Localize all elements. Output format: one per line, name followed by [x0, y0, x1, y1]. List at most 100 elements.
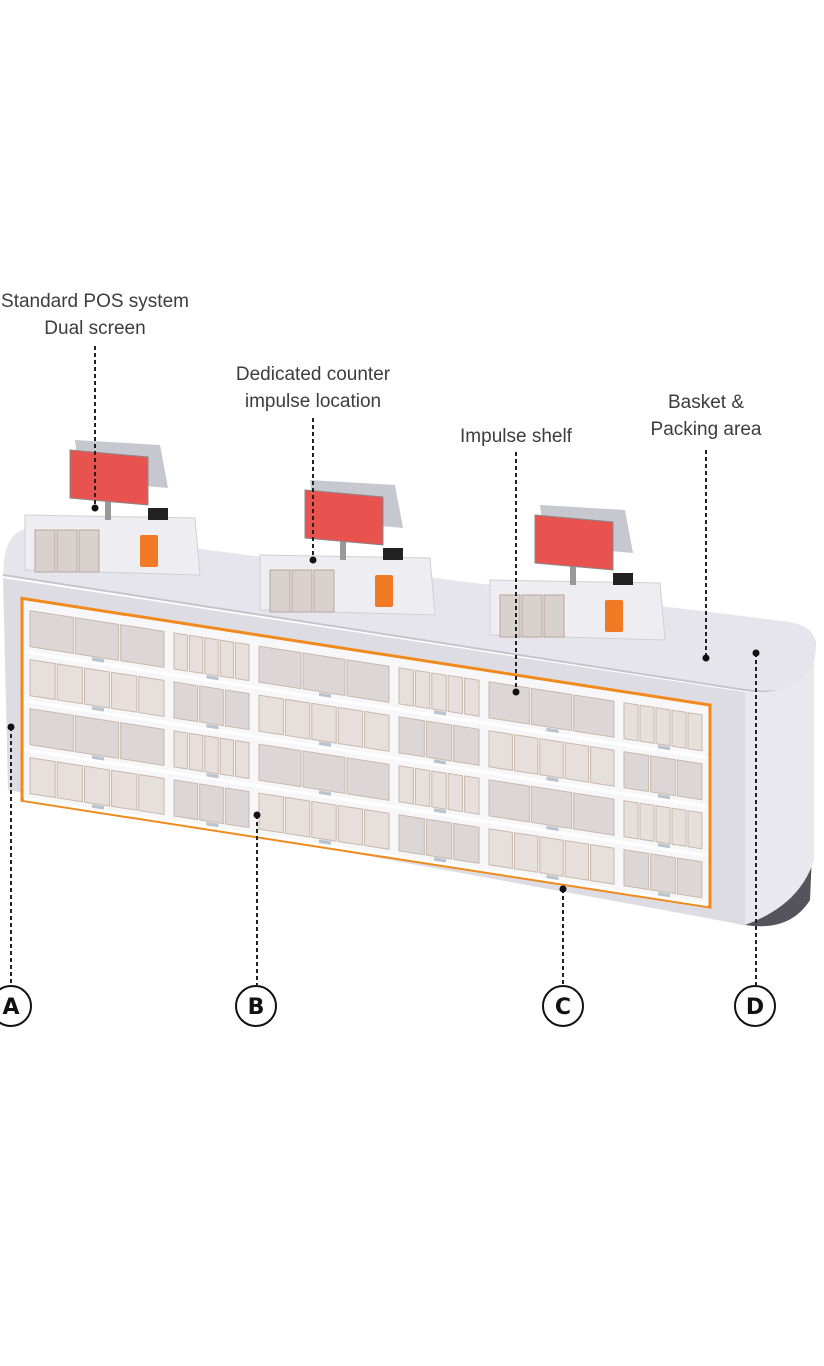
product-box	[488, 779, 530, 823]
product-box	[425, 818, 453, 860]
shelf-edge	[24, 797, 708, 907]
product-box	[337, 706, 364, 748]
pos-unit	[259, 480, 436, 616]
product-box	[313, 569, 335, 613]
card-reader	[613, 573, 633, 585]
product-box	[488, 730, 513, 771]
pos-unit	[489, 505, 666, 641]
leader-lines	[7, 346, 760, 985]
product-box	[346, 757, 390, 801]
card-sign	[140, 535, 158, 567]
product-box	[453, 822, 480, 864]
product-box	[650, 853, 676, 895]
impulse-shelf-unit	[20, 596, 712, 909]
product-box	[56, 529, 78, 573]
product-box	[258, 694, 284, 736]
product-box	[539, 836, 564, 877]
product-box	[29, 708, 74, 752]
product-box	[431, 770, 447, 810]
product-box	[398, 716, 425, 758]
card-reader	[383, 548, 403, 560]
label-basket-line1: Basket &	[668, 392, 744, 413]
label-basket-line2: Packing area	[651, 419, 762, 440]
svg-text:B: B	[248, 995, 265, 1020]
product-box	[488, 828, 513, 869]
product-box	[173, 779, 199, 821]
marker-c: C	[542, 985, 584, 1027]
product-box	[447, 772, 464, 813]
product-box	[337, 804, 364, 846]
product-box	[398, 814, 425, 856]
product-box	[447, 674, 464, 715]
product-box	[671, 807, 687, 847]
product-box	[414, 669, 431, 710]
label-impulse-location-line1: Dedicated counter	[236, 364, 391, 385]
product-box	[364, 808, 390, 850]
card-sign	[375, 575, 393, 607]
counter-side	[745, 660, 814, 925]
product-box	[258, 792, 284, 834]
product-box	[521, 594, 543, 638]
product-box	[431, 672, 447, 712]
product-box	[204, 637, 219, 677]
product-box	[623, 702, 639, 742]
product-box	[74, 617, 120, 661]
product-box	[464, 677, 480, 717]
marker-b: B	[235, 985, 277, 1027]
label-pos-line1: Standard POS system	[1, 291, 189, 312]
product-box	[302, 652, 346, 697]
product-box	[235, 739, 250, 780]
product-box	[539, 738, 564, 779]
product-box	[74, 715, 120, 759]
pos-stand	[105, 500, 111, 520]
pos-stand	[570, 565, 576, 585]
product-box	[623, 800, 639, 840]
product-box	[687, 810, 703, 850]
product-box	[29, 659, 56, 701]
product-box	[56, 663, 83, 705]
product-box	[284, 698, 311, 740]
product-box	[590, 843, 615, 885]
pos-unit	[24, 440, 201, 576]
product-box	[83, 765, 111, 807]
product-box	[364, 710, 390, 752]
svg-text:A: A	[2, 995, 19, 1020]
product-box	[138, 675, 165, 717]
product-box	[543, 594, 565, 638]
product-box	[311, 702, 337, 744]
product-box	[224, 787, 250, 829]
product-box	[499, 594, 521, 638]
product-box	[623, 751, 650, 793]
product-box	[199, 685, 224, 727]
pos-stand	[340, 540, 346, 560]
shelf-edge	[24, 699, 708, 809]
product-box	[120, 722, 165, 766]
product-box	[269, 569, 291, 613]
product-box	[29, 757, 56, 799]
product-box	[530, 687, 573, 732]
product-box	[564, 840, 590, 881]
product-box	[199, 783, 224, 825]
product-box	[488, 681, 530, 725]
product-box	[513, 734, 539, 775]
product-box	[78, 529, 100, 573]
product-box	[235, 641, 250, 682]
product-box	[530, 785, 573, 830]
product-box	[453, 724, 480, 766]
product-box	[138, 773, 165, 815]
product-box	[188, 634, 204, 675]
product-box	[639, 802, 655, 842]
product-box	[173, 632, 188, 672]
product-box	[291, 569, 313, 613]
product-box	[573, 694, 615, 738]
product-box	[188, 732, 204, 773]
product-box	[173, 730, 188, 770]
svg-text:C: C	[555, 995, 571, 1020]
product-box	[111, 769, 138, 811]
marker-a: A	[0, 985, 32, 1027]
product-box	[258, 645, 302, 690]
product-box	[464, 775, 480, 815]
product-box	[425, 720, 453, 762]
label-pos-line2: Dual screen	[44, 318, 145, 339]
